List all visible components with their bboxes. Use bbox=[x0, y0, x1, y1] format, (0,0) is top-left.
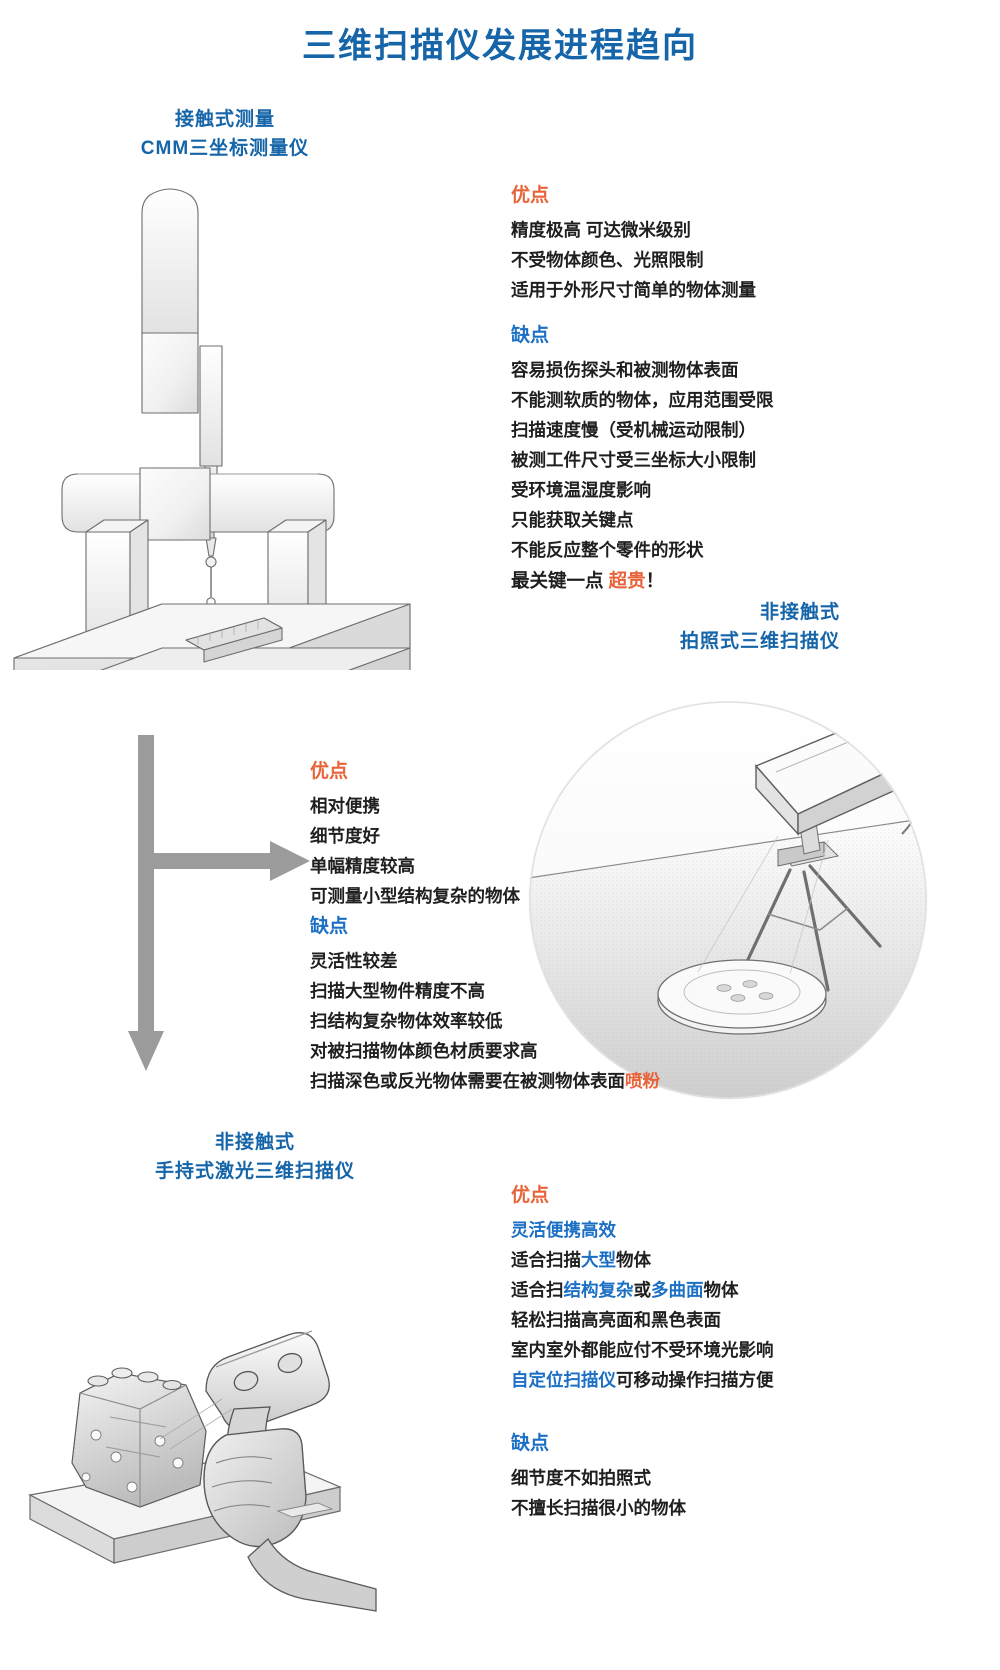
section-heading-line2: 手持式激光三维扫描仪 bbox=[154, 1161, 355, 1183]
pros-title: 优点 bbox=[310, 761, 349, 782]
section-heading-structured-light: 非接触式 拍照式三维扫描仪 bbox=[540, 598, 840, 657]
section-heading-cmm: 接触式测量 CMM三坐标测量仪 bbox=[60, 105, 390, 164]
text-run: 或 bbox=[633, 1279, 652, 1300]
cons-title: 缺点 bbox=[310, 916, 349, 937]
list-item: 扫结构复杂物体效率较低 bbox=[310, 1010, 503, 1031]
text-run-highlight: 自定位扫描仪 bbox=[511, 1369, 616, 1390]
list-item: 对被扫描物体颜色材质要求高 bbox=[310, 1040, 538, 1061]
list-item: 细节度不如拍照式 bbox=[511, 1467, 651, 1488]
text-run-highlight: 大型 bbox=[581, 1249, 616, 1270]
list-item-emphasis: 扫描深色或反光物体需要在被测物体表面喷粉 bbox=[310, 1066, 690, 1096]
section-heading-handheld-laser: 非接触式 手持式激光三维扫描仪 bbox=[90, 1128, 420, 1187]
pros-title: 优点 bbox=[511, 185, 550, 206]
list-item: 适合扫结构复杂或多曲面物体 bbox=[511, 1275, 871, 1305]
list-item: 适合扫描大型物体 bbox=[511, 1245, 871, 1275]
list-item: 自定位扫描仪可移动操作扫描方便 bbox=[511, 1365, 871, 1395]
cmm-pros: 优点 精度极高 可达微米级别 不受物体颜色、光照限制 适用于外形尺寸简单的物体测… bbox=[511, 182, 841, 305]
section-heading-line1: 接触式测量 bbox=[174, 109, 275, 130]
text-run: 物体 bbox=[616, 1249, 651, 1270]
pros-list: 相对便携 细节度好 单幅精度较高 可测量小型结构复杂的物体 bbox=[310, 791, 590, 911]
list-item: 细节度好 bbox=[310, 825, 380, 846]
section-heading-line2: CMM三坐标测量仪 bbox=[140, 138, 310, 160]
text-run-highlight: 灵活便携高效 bbox=[511, 1219, 616, 1240]
list-item: 单幅精度较高 bbox=[310, 855, 415, 876]
text-run: 适合扫描 bbox=[511, 1249, 581, 1270]
flow-arrow bbox=[120, 735, 350, 1080]
list-item: 轻松扫描高亮面和黑色表面 bbox=[511, 1305, 871, 1335]
structured-light-pros: 优点 相对便携 细节度好 单幅精度较高 可测量小型结构复杂的物体 bbox=[310, 758, 590, 911]
handheld-laser-illustration bbox=[10, 1195, 480, 1615]
list-item: 适用于外形尺寸简单的物体测量 bbox=[511, 279, 756, 300]
text-run: 轻松扫描高亮面和黑色表面 bbox=[511, 1309, 721, 1330]
text-run: 可移动操作扫描方便 bbox=[616, 1369, 774, 1390]
list-item: 不擅长扫描很小的物体 bbox=[511, 1497, 686, 1518]
list-item: 不受物体颜色、光照限制 bbox=[511, 249, 704, 270]
list-item: 精度极高 可达微米级别 bbox=[511, 219, 691, 240]
list-item: 相对便携 bbox=[310, 795, 380, 816]
handheld-laser-pros: 优点 灵活便携高效适合扫描大型物体适合扫结构复杂或多曲面物体轻松扫描高亮面和黑色… bbox=[511, 1182, 871, 1395]
cons-title: 缺点 bbox=[511, 325, 550, 346]
structured-light-illustration bbox=[528, 700, 928, 1100]
section-heading-line1: 非接触式 bbox=[759, 602, 840, 623]
list-item: 被测工件尺寸受三坐标大小限制 bbox=[511, 449, 756, 470]
pros-list: 精度极高 可达微米级别 不受物体颜色、光照限制 适用于外形尺寸简单的物体测量 bbox=[511, 215, 841, 305]
section-heading-line1: 非接触式 bbox=[214, 1132, 295, 1153]
list-item: 室内室外都能应付不受环境光影响 bbox=[511, 1335, 871, 1365]
handheld-laser-cons: 缺点 细节度不如拍照式 不擅长扫描很小的物体 bbox=[511, 1430, 871, 1523]
cmm-machine-illustration bbox=[0, 150, 430, 670]
text-run: 适合扫 bbox=[511, 1279, 564, 1300]
pros-title: 优点 bbox=[511, 1185, 550, 1206]
list-item: 受环境温湿度影响 bbox=[511, 479, 651, 500]
text-run: 物体 bbox=[703, 1279, 739, 1300]
list-item: 容易损伤探头和被测物体表面 bbox=[511, 359, 739, 380]
cons-list: 灵活性较差 扫描大型物件精度不高 扫结构复杂物体效率较低 对被扫描物体颜色材质要… bbox=[310, 946, 690, 1096]
cons-title: 缺点 bbox=[511, 1433, 550, 1454]
cons-list: 容易损伤探头和被测物体表面 不能测软质的物体，应用范围受限 扫描速度慢（受机械运… bbox=[511, 355, 851, 597]
text-run-highlight: 结构复杂 bbox=[563, 1279, 634, 1300]
pros-list: 灵活便携高效适合扫描大型物体适合扫结构复杂或多曲面物体轻松扫描高亮面和黑色表面室… bbox=[511, 1215, 871, 1396]
list-item: 灵活性较差 bbox=[310, 950, 398, 971]
list-item: 灵活便携高效 bbox=[511, 1215, 871, 1245]
emphasis-suffix: ！ bbox=[645, 570, 665, 592]
list-item: 不能反应整个零件的形状 bbox=[511, 540, 704, 561]
text-run-highlight: 多曲面 bbox=[651, 1279, 704, 1300]
structured-light-cons: 缺点 灵活性较差 扫描大型物件精度不高 扫结构复杂物体效率较低 对被扫描物体颜色… bbox=[310, 913, 690, 1096]
emphasis-prefix: 最关键一点 bbox=[511, 570, 609, 592]
page-title: 三维扫描仪发展进程趋向 bbox=[302, 27, 698, 65]
list-item: 扫描大型物件精度不高 bbox=[310, 980, 485, 1001]
emphasis-prefix: 扫描深色或反光物体需要在被测物体表面 bbox=[310, 1070, 625, 1091]
cons-list: 细节度不如拍照式 不擅长扫描很小的物体 bbox=[511, 1463, 871, 1523]
list-item: 扫描速度慢（受机械运动限制） bbox=[511, 419, 756, 440]
list-item: 只能获取关键点 bbox=[511, 509, 634, 530]
list-item: 可测量小型结构复杂的物体 bbox=[310, 885, 520, 906]
list-item: 不能测软质的物体，应用范围受限 bbox=[511, 389, 774, 410]
section-heading-line2: 拍照式三维扫描仪 bbox=[679, 631, 840, 653]
text-run: 室内室外都能应付不受环境光影响 bbox=[511, 1339, 774, 1360]
emphasis-highlight: 喷粉 bbox=[625, 1070, 660, 1091]
emphasis-highlight: 超贵 bbox=[608, 570, 646, 592]
list-item-emphasis: 最关键一点 超贵！ bbox=[511, 565, 851, 597]
cmm-cons: 缺点 容易损伤探头和被测物体表面 不能测软质的物体，应用范围受限 扫描速度慢（受… bbox=[511, 322, 851, 597]
